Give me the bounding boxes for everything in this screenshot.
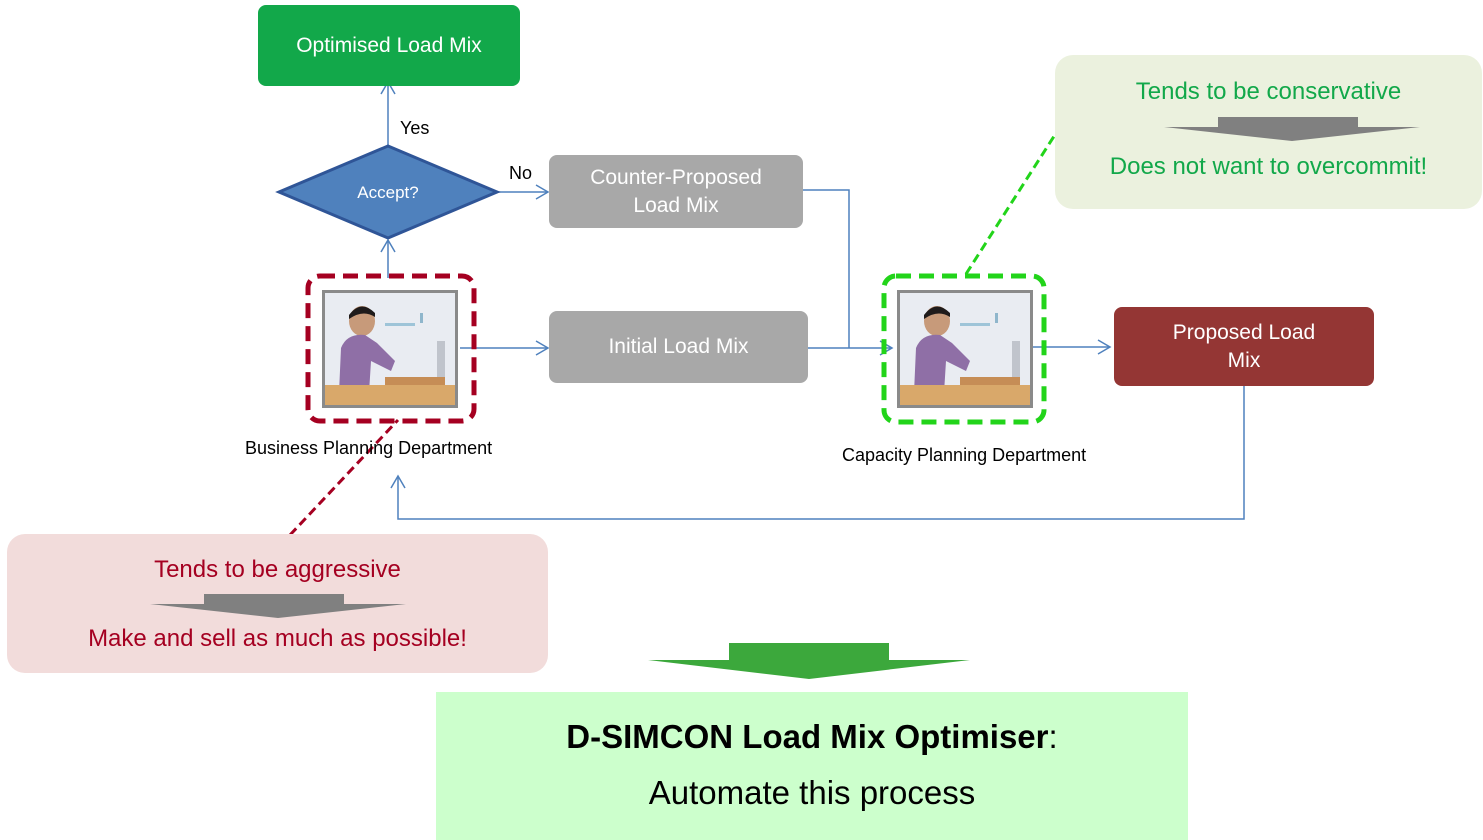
capacity-department-label: Capacity Planning Department: [842, 445, 1087, 465]
no-label: No: [509, 163, 533, 183]
yes-label: Yes: [400, 118, 430, 138]
aggressive-callout: Tends to be aggressive Make and sell as …: [7, 534, 548, 673]
proposed-load-mix-box: Proposed Load Mix: [1114, 307, 1374, 386]
counter-proposed-label: Counter-Proposed Load Mix: [590, 166, 762, 217]
arrow-feedback: [390, 385, 1245, 520]
grey-down-arrow: [1164, 117, 1420, 141]
optimiser-box: D-SIMCON Load Mix Optimiser: Automate th…: [436, 692, 1188, 840]
decision-label: Accept?: [300, 180, 476, 206]
optimiser-heading: D-SIMCON Load Mix Optimiser:: [436, 718, 1188, 756]
optimiser-colon: :: [1048, 718, 1058, 755]
aggressive-callout-line1: Tends to be aggressive: [154, 556, 401, 583]
business-planner-image: [322, 290, 458, 408]
conservative-callout: Tends to be conservative Does not want t…: [1055, 55, 1482, 209]
optimised-load-mix-box: Optimised Load Mix: [258, 5, 520, 86]
conservative-callout-line2: Does not want to overcommit!: [1109, 153, 1428, 180]
aggressive-callout-line2: Make and sell as much as possible!: [88, 625, 467, 652]
down-arrow: [648, 643, 970, 679]
decision-text: Accept?: [357, 182, 419, 202]
person-at-desk-icon: [325, 293, 455, 405]
optimised-load-mix-label: Optimised Load Mix: [296, 33, 482, 57]
initial-load-mix-label: Initial Load Mix: [608, 335, 749, 359]
counter-proposed-box: Counter-Proposed Load Mix: [549, 155, 803, 228]
business-department-label: Business Planning Department: [245, 438, 493, 458]
decision-diamond: [275, 144, 501, 240]
business-dashed-frame: [305, 273, 477, 424]
optimiser-tagline: Automate this process: [648, 774, 976, 811]
conservative-pointer: [964, 129, 1060, 275]
initial-load-mix-box: Initial Load Mix: [549, 311, 808, 383]
capacity-planner-image: [897, 290, 1033, 408]
proposed-load-mix-label: Proposed Load Mix: [1172, 321, 1316, 372]
grey-down-arrow: [150, 594, 406, 618]
conservative-callout-line1: Tends to be conservative: [1135, 78, 1402, 105]
optimiser-name: D-SIMCON Load Mix Optimiser: [566, 718, 1049, 755]
aggressive-pointer: [288, 418, 400, 537]
capacity-dashed-frame: [881, 273, 1047, 425]
person-at-desk-icon: [900, 293, 1030, 405]
connector-counter-to-capacity: [803, 189, 850, 348]
